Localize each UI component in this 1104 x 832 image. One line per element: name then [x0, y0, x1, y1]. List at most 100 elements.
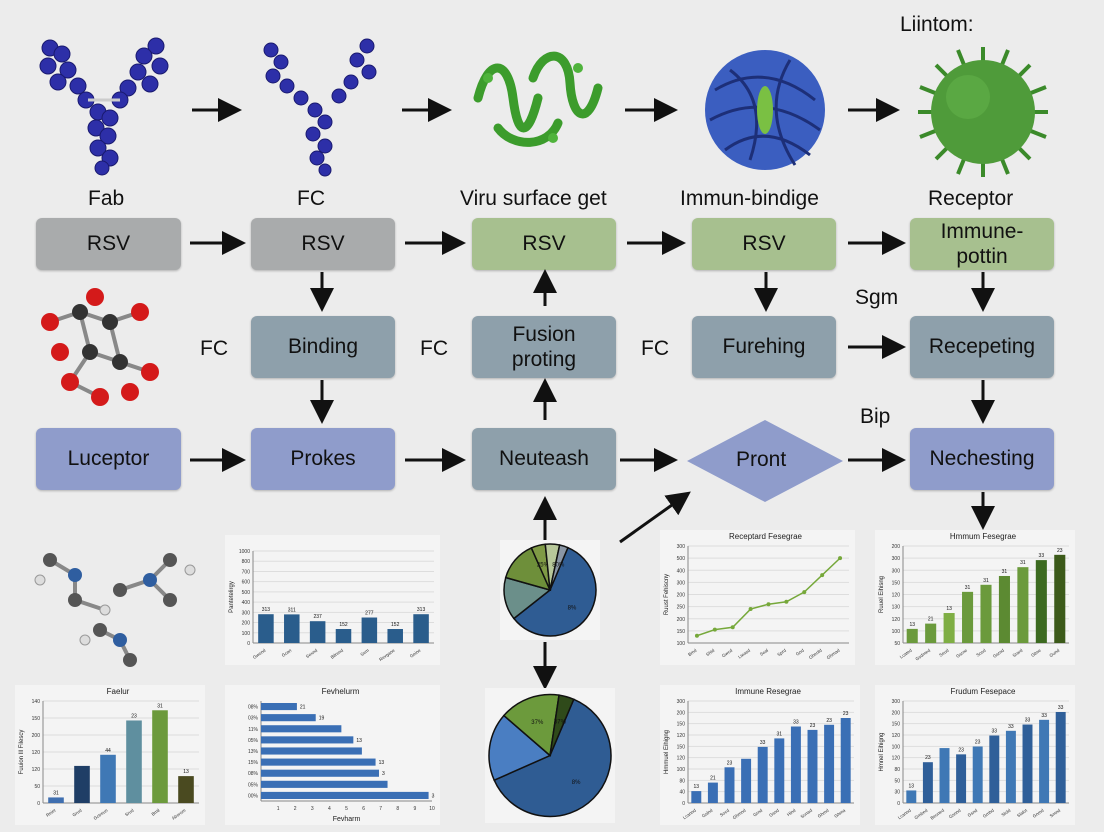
- x-tick-label: Gslnd: [701, 807, 714, 818]
- data-label: 31: [983, 578, 989, 584]
- x-tick-label: Gnmd: [1032, 807, 1045, 818]
- box-binding-label: Binding: [287, 335, 359, 359]
- x-tick-label: Srard: [1012, 647, 1024, 658]
- x-tick-label: Seal: [759, 648, 769, 657]
- line-point: [802, 590, 807, 595]
- x-tick-label: Gcan: [281, 647, 293, 658]
- y-tick-label: 200: [677, 617, 686, 623]
- data-label: 3: [432, 793, 435, 799]
- bar: [972, 746, 983, 803]
- hbar: [261, 736, 354, 744]
- y-tick-label: 100: [242, 631, 251, 637]
- data-label: 152: [391, 622, 400, 628]
- data-label: 13: [694, 784, 700, 790]
- pie-slice-label: 37%: [554, 719, 567, 725]
- category-label: 03%: [248, 716, 259, 722]
- line-point: [820, 573, 825, 578]
- data-label: 33: [1039, 553, 1045, 559]
- data-label: 33: [760, 740, 766, 746]
- y-tick-label: 200: [892, 544, 901, 550]
- label-sgm: Sgm: [855, 286, 899, 309]
- y-axis-label: Fuuion Ill Filescy: [19, 730, 25, 775]
- bar: [925, 623, 937, 643]
- x-tick-label: 7: [379, 806, 382, 812]
- x-tick-label: Socd: [719, 807, 731, 817]
- data-label: 33: [793, 720, 799, 726]
- data-label: 23: [810, 723, 816, 729]
- chart-horizontal-bars: Fevhelurm08%2103%1911%05%1313%15%1308%30…: [225, 685, 440, 825]
- y-tick-label: 300: [892, 699, 901, 705]
- category-label: 05%: [248, 782, 259, 788]
- pie-slice-label: 8%: [572, 780, 581, 786]
- y-tick-label: 0: [897, 801, 900, 807]
- y-tick-label: 250: [677, 605, 686, 611]
- x-tick-label: Slold: [1000, 807, 1011, 817]
- y-tick-label: 80: [894, 767, 900, 773]
- y-tick-label: 100: [677, 641, 686, 647]
- data-label: 44: [105, 748, 111, 754]
- y-tick-label: 50: [894, 641, 900, 647]
- data-label: 31: [53, 790, 59, 796]
- x-tick-label: Sprd: [776, 647, 787, 657]
- bar: [691, 791, 702, 803]
- data-label: 313: [262, 607, 271, 613]
- y-tick-label: 120: [677, 733, 686, 739]
- box-recepeting: Recepeting: [910, 316, 1054, 378]
- y-tick-label: 40: [679, 790, 685, 796]
- data-label: 277: [365, 611, 374, 617]
- y-tick-label: 120: [892, 617, 901, 623]
- x-tick-label: Gsnd: [768, 807, 780, 818]
- data-label: 31: [1020, 560, 1026, 566]
- bar: [178, 776, 194, 803]
- box-binding: Binding: [251, 316, 395, 378]
- data-label: 31: [965, 585, 971, 591]
- box-nechesting-label: Nechesting: [929, 447, 1035, 471]
- x-tick-label: 10: [429, 806, 435, 812]
- y-tick-label: 80: [679, 778, 685, 784]
- y-tick-label: 150: [892, 722, 901, 728]
- label-immune-binding: Immun-bindige: [680, 187, 819, 210]
- bar: [284, 614, 300, 643]
- y-tick-label: 200: [892, 710, 901, 716]
- pie-slice: [549, 694, 575, 756]
- data-label: 31: [777, 731, 783, 737]
- y-tick-label: 100: [892, 744, 901, 750]
- data-label: 23: [958, 747, 964, 753]
- box-rsv-3-label: RSV: [522, 232, 566, 256]
- y-tick-label: 800: [242, 559, 251, 565]
- data-label: 33: [992, 729, 998, 735]
- small-molecule-image: [34, 553, 196, 667]
- line-point: [748, 607, 753, 612]
- data-label: 13: [909, 622, 915, 628]
- box-rsv-3: RSV: [472, 218, 616, 270]
- y-tick-label: 500: [677, 556, 686, 562]
- x-tick-label: Grnd: [752, 807, 763, 817]
- bar: [361, 617, 378, 643]
- y-tick-label: 120: [892, 733, 901, 739]
- x-tick-label: 4: [328, 806, 331, 812]
- bar: [757, 746, 768, 803]
- hbar: [261, 791, 429, 799]
- chart-pie-2: 8%37%37%: [485, 688, 615, 823]
- y-tick-label: 0: [682, 801, 685, 807]
- data-label: 23: [826, 718, 832, 724]
- box-immune-pottin: Immune-pottin: [910, 218, 1054, 270]
- box-neuteash-label: Neuteash: [499, 447, 589, 471]
- category-label: 05%: [248, 738, 259, 744]
- box-recepeting-label: Recepeting: [928, 335, 1036, 359]
- bar: [906, 628, 918, 643]
- x-tick-label: Bmd: [687, 647, 698, 657]
- y-axis-label: Pantetelirgy: [229, 581, 235, 613]
- y-tick-label: 200: [32, 733, 41, 739]
- y-tick-label: 100: [892, 629, 901, 635]
- data-label: 13: [356, 738, 362, 744]
- bar: [741, 758, 752, 803]
- y-tick-label: 150: [677, 722, 686, 728]
- y-tick-label: 30: [894, 790, 900, 796]
- box-rsv-1-label: RSV: [86, 232, 131, 256]
- bar: [962, 591, 974, 643]
- y-tick-label: 150: [892, 580, 901, 586]
- bar: [956, 754, 967, 803]
- x-tick-label: 5: [345, 806, 348, 812]
